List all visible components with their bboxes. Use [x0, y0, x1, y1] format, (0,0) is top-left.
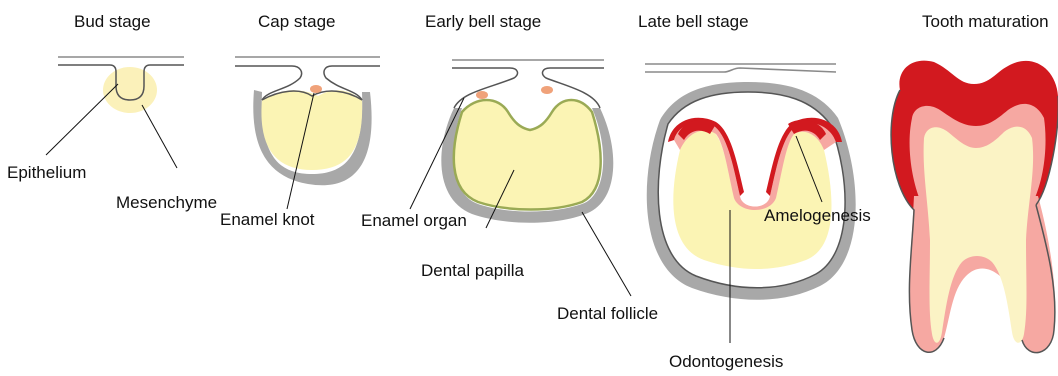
bud-stage-drawing: [58, 57, 184, 113]
late-bell-epithelial-line: [645, 68, 836, 72]
late-bell-dental-papilla: [673, 129, 831, 269]
leader-mesenchyme: [142, 105, 177, 168]
stage-title-tooth-maturation: Tooth maturation: [922, 12, 1049, 31]
label-epithelium: Epithelium: [7, 163, 86, 182]
early-bell-enamel-knot-left: [476, 91, 488, 99]
label-enamel-organ: Enamel organ: [361, 211, 467, 230]
late-bell-stage-drawing: [645, 64, 856, 300]
label-dental-papilla: Dental papilla: [421, 261, 525, 280]
leader-dental-follicle: [582, 212, 631, 296]
early-bell-dental-papilla: [454, 100, 601, 210]
stage-title-early-bell: Early bell stage: [425, 12, 541, 31]
mature-tooth-drawing: [891, 61, 1058, 353]
cap-enamel-knot: [310, 85, 322, 93]
stage-title-late-bell: Late bell stage: [638, 12, 749, 31]
stage-title-bud: Bud stage: [74, 12, 151, 31]
bud-mesenchyme-condensation: [103, 67, 157, 113]
early-bell-stage-drawing: [441, 60, 613, 223]
leader-epithelium: [46, 84, 118, 155]
label-enamel-knot: Enamel knot: [220, 210, 315, 229]
label-mesenchyme: Mesenchyme: [116, 193, 217, 212]
label-odontogenesis: Odontogenesis: [669, 352, 783, 371]
label-dental-follicle: Dental follicle: [557, 304, 658, 323]
mature-tooth-pulp: [924, 127, 1034, 343]
label-amelogenesis: Amelogenesis: [764, 206, 871, 225]
stage-title-cap: Cap stage: [258, 12, 336, 31]
early-bell-enamel-knot-right: [541, 86, 553, 94]
